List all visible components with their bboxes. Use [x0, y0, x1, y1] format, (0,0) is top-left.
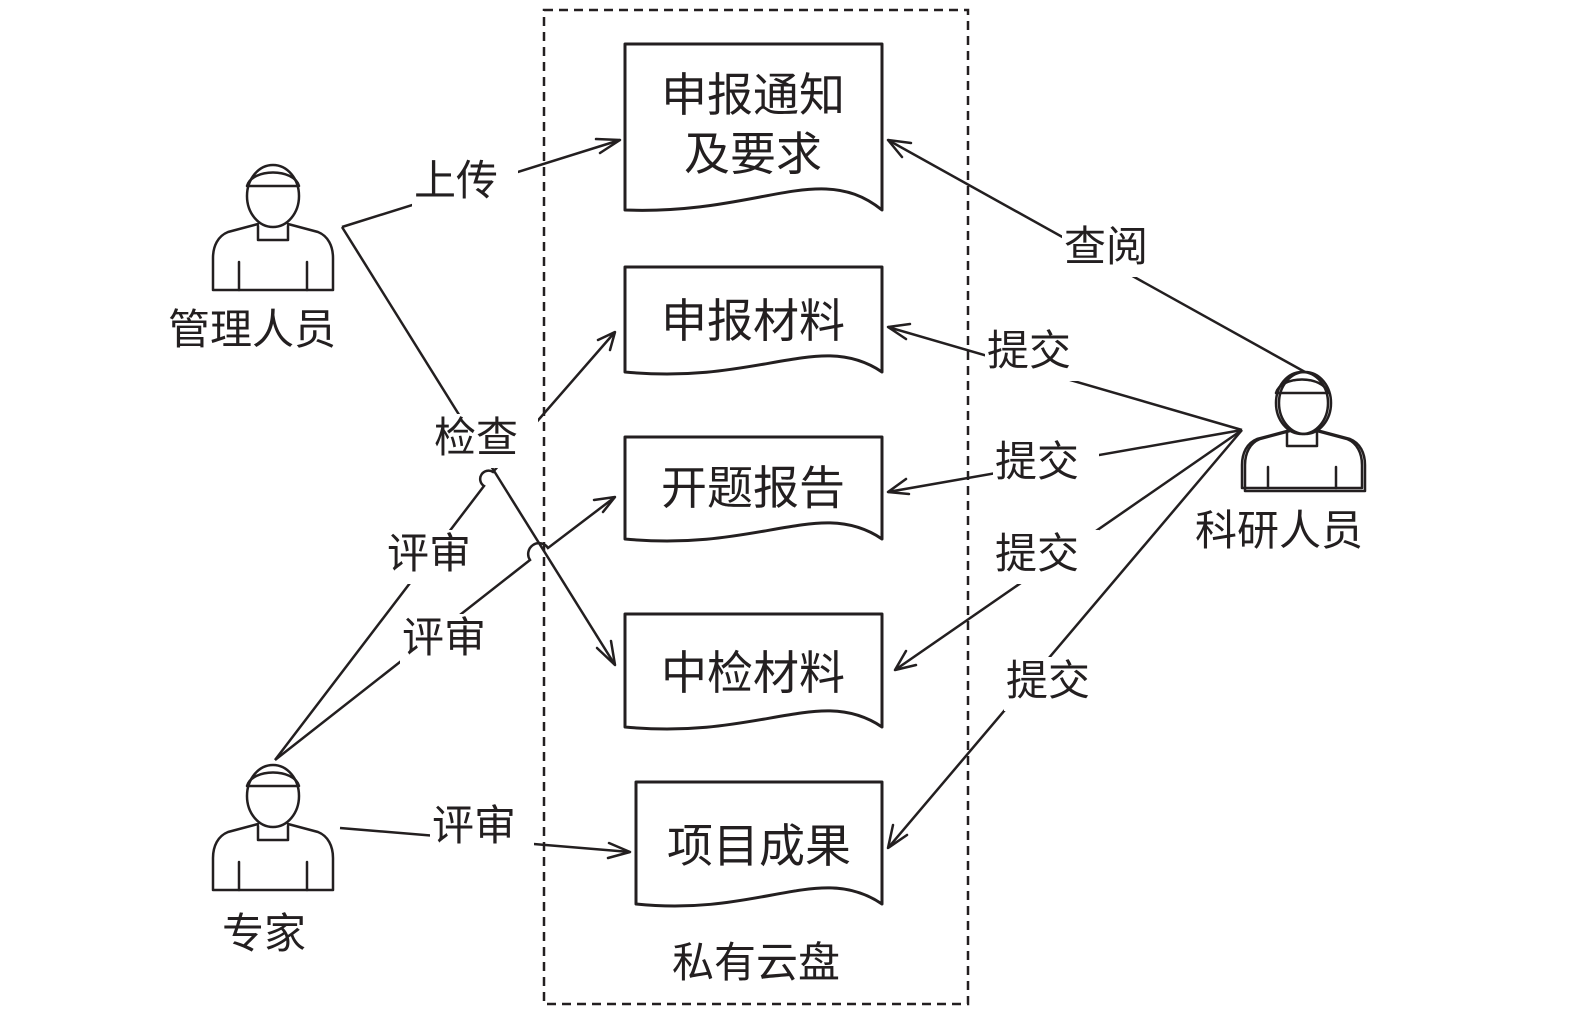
- label-submit-4: 提交: [1006, 656, 1090, 705]
- arrowhead-submit-proposal: [886, 477, 911, 496]
- private-cloud-label: 私有云盘: [672, 938, 840, 987]
- arrowhead-submit-application: [886, 322, 912, 341]
- arrowhead-check: [595, 639, 617, 667]
- doc-midterm: 中检材料: [623, 612, 884, 731]
- arrowhead-view: [886, 138, 913, 159]
- label-review-2: 评审: [402, 613, 486, 662]
- doc-application-label: 申报材料: [661, 294, 845, 348]
- edge-submit-results: [887, 429, 1243, 849]
- arrowhead-review-results: [606, 841, 632, 860]
- doc-application: 申报材料: [623, 265, 884, 376]
- researcher-actor-icon: [1240, 370, 1367, 493]
- manager-actor-icon: [211, 163, 335, 292]
- private-cloud-container: [542, 8, 970, 1006]
- arrowhead-upload: [594, 137, 622, 155]
- label-view: 查阅: [1064, 222, 1148, 271]
- doc-results-label: 项目成果: [667, 819, 851, 873]
- label-review-3: 评审: [432, 801, 516, 850]
- label-review-1: 评审: [387, 529, 471, 578]
- arrowhead-submit-midterm: [893, 649, 918, 672]
- edge-review-application: [274, 331, 616, 761]
- expert-actor-icon: [211, 763, 335, 892]
- doc-proposal: 开题报告: [623, 435, 884, 543]
- label-upload: 上传: [414, 156, 498, 205]
- doc-midterm-label: 中检材料: [661, 646, 845, 700]
- arrowhead-review-application: [596, 330, 617, 352]
- label-submit-3: 提交: [995, 529, 1079, 578]
- doc-results: 项目成果: [634, 780, 884, 908]
- expert-label: 专家: [222, 909, 306, 958]
- label-submit-2: 提交: [995, 437, 1079, 486]
- manager-label: 管理人员: [168, 305, 336, 354]
- label-check: 检查: [434, 413, 518, 462]
- edge-review-proposal: [274, 496, 616, 761]
- doc-notice-line1: 申报通知: [661, 68, 845, 122]
- researcher-label: 科研人员: [1195, 506, 1363, 555]
- doc-proposal-label: 开题报告: [661, 461, 845, 515]
- doc-notice-line2: 及要求: [684, 127, 822, 181]
- doc-notice: 申报通知 及要求: [623, 42, 884, 212]
- arrowhead-review-proposal: [592, 495, 617, 514]
- label-submit-1: 提交: [987, 326, 1071, 375]
- arrowhead-submit-results: [886, 823, 909, 850]
